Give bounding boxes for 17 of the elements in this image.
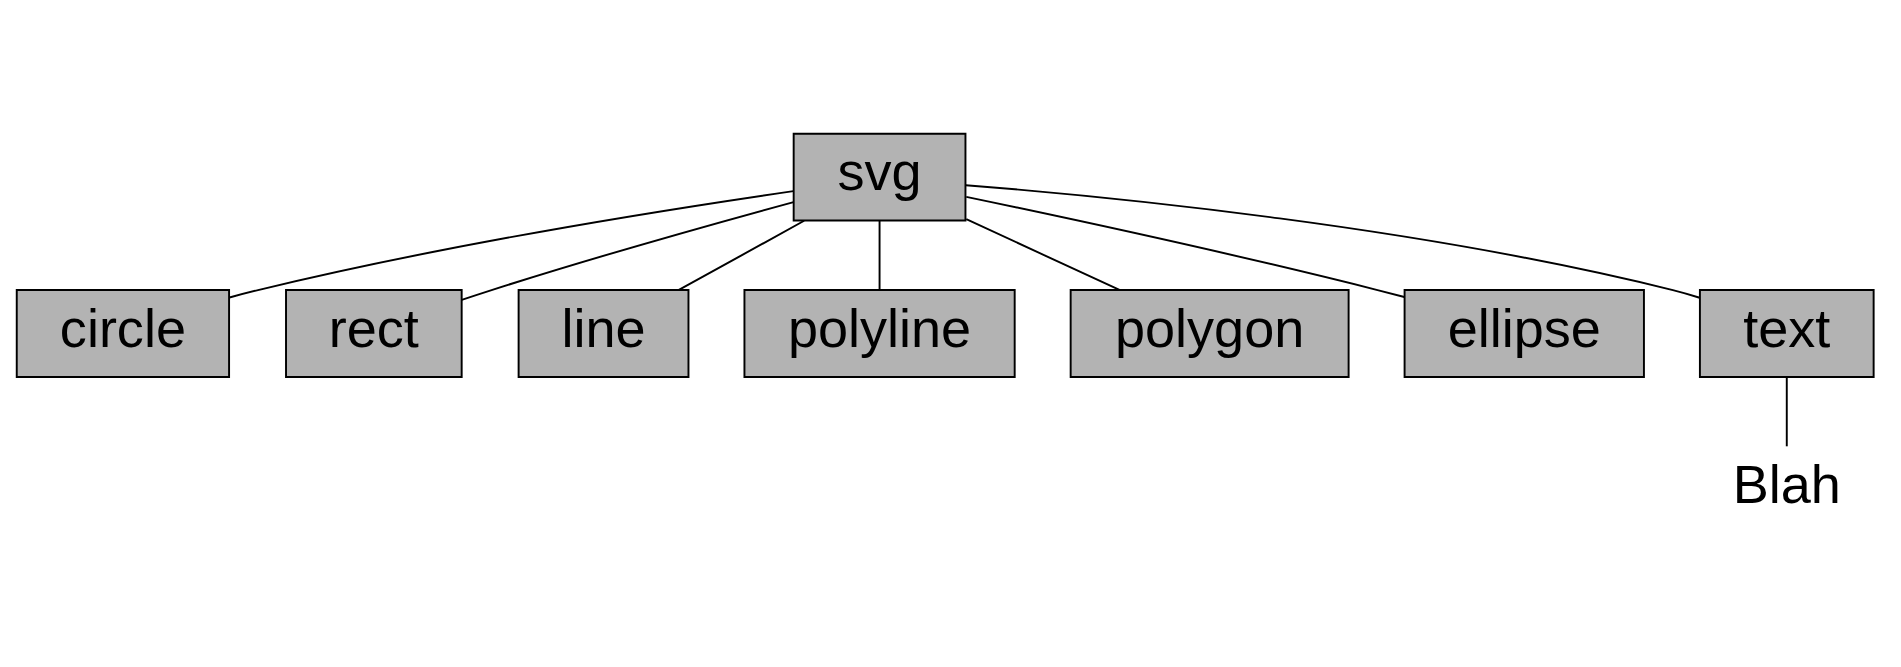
node-box: text (1698, 289, 1875, 378)
node-box: svg (792, 132, 967, 222)
connector (460, 201, 795, 301)
node-box: polyline (743, 289, 1016, 378)
node-box: polygon (1069, 289, 1350, 378)
connector (878, 219, 881, 291)
connector (965, 195, 1406, 298)
node-box: circle (15, 289, 231, 378)
connector (677, 219, 806, 291)
node-box: ellipse (1403, 289, 1645, 378)
node-box: line (517, 289, 690, 378)
node-box: rect (285, 289, 463, 378)
connector (1785, 376, 1788, 448)
connector (228, 190, 795, 299)
connector (964, 184, 1701, 299)
connector (965, 218, 1121, 291)
node-text: Blah (1732, 454, 1841, 515)
